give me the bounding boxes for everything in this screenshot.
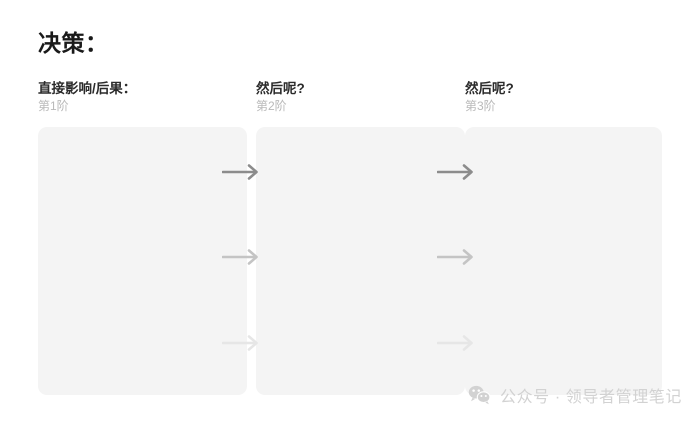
stage-panel-3[interactable] [465, 127, 662, 395]
column-header-title: 然后呢? [256, 81, 305, 96]
column-header-title: 然后呢? [465, 81, 514, 96]
arrow-right-icon-svg [437, 249, 473, 265]
stage-panel-1[interactable] [38, 127, 247, 395]
arrow-right-icon-svg [222, 164, 258, 180]
arrow-right-icon-svg [222, 335, 258, 351]
arrow-right-icon [222, 246, 264, 268]
arrow-right-icon [222, 161, 264, 183]
column-header-subtitle: 第2阶 [256, 99, 287, 113]
column-header-subtitle: 第3阶 [465, 99, 496, 113]
column-header-stage-3: 然后呢? 第3阶 [465, 80, 514, 114]
arrow-right-icon [437, 246, 479, 268]
arrow-right-icon [437, 161, 479, 183]
wechat-icon [468, 385, 491, 405]
column-header-stage-2: 然后呢? 第2阶 [256, 80, 305, 114]
column-header-stage-1: 直接影响/后果： 第1阶 [38, 80, 136, 114]
watermark: 公众号 · 领导者管理笔记 [468, 383, 682, 407]
arrow-right-icon-svg [437, 164, 473, 180]
column-header-subtitle: 第1阶 [38, 99, 69, 113]
watermark-text: 公众号 · 领导者管理笔记 [499, 389, 682, 406]
column-header-title: 直接影响/后果： [38, 81, 137, 96]
arrow-right-icon [437, 332, 479, 354]
stage-panel-2[interactable] [256, 127, 465, 395]
stage-panels-row [38, 127, 662, 395]
page-title: 决策： [38, 30, 109, 56]
arrow-right-icon-svg [222, 249, 258, 265]
arrow-right-icon [222, 332, 264, 354]
arrow-right-icon-svg [437, 335, 473, 351]
